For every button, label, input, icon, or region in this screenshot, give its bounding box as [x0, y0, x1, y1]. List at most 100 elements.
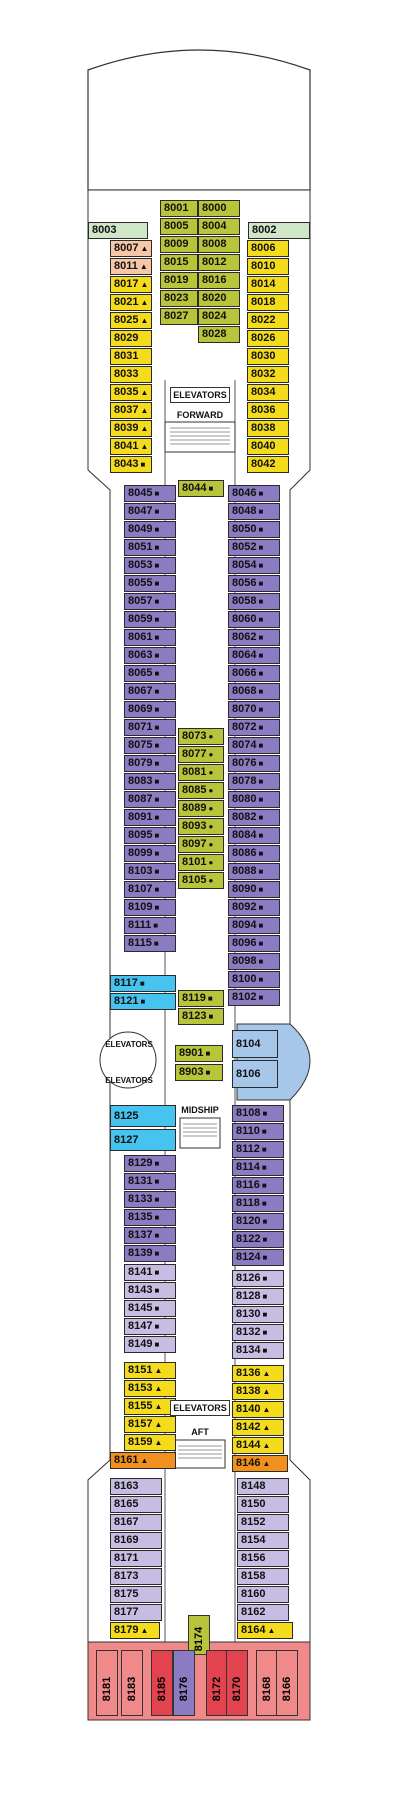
- cabin-8150[interactable]: 8150: [237, 1496, 289, 1513]
- cabin-8118[interactable]: 8118■: [232, 1195, 284, 1212]
- cabin-8080[interactable]: 8080■: [228, 791, 280, 808]
- cabin-8025[interactable]: 8025▲: [110, 312, 152, 329]
- cabin-8124[interactable]: 8124■: [232, 1249, 284, 1266]
- cabin-8135[interactable]: 8135■: [124, 1209, 176, 1226]
- cabin-8056[interactable]: 8056■: [228, 575, 280, 592]
- cabin-8075[interactable]: 8075■: [124, 737, 176, 754]
- cabin-8139[interactable]: 8139■: [124, 1245, 176, 1262]
- cabin-8010[interactable]: 8010: [247, 258, 289, 275]
- cabin-8016[interactable]: 8016: [198, 272, 240, 289]
- cabin-8179[interactable]: 8179▲: [110, 1622, 160, 1639]
- cabin-8131[interactable]: 8131■: [124, 1173, 176, 1190]
- cabin-8011[interactable]: 8011▲: [110, 258, 152, 275]
- cabin-8049[interactable]: 8049■: [124, 521, 176, 538]
- cabin-8128[interactable]: 8128■: [232, 1288, 284, 1305]
- cabin-8054[interactable]: 8054■: [228, 557, 280, 574]
- cabin-8053[interactable]: 8053■: [124, 557, 176, 574]
- cabin-8123[interactable]: 8123■: [178, 1008, 224, 1025]
- cabin-8141[interactable]: 8141■: [124, 1264, 176, 1281]
- cabin-8047[interactable]: 8047■: [124, 503, 176, 520]
- cabin-8031[interactable]: 8031: [110, 348, 152, 365]
- cabin-8092[interactable]: 8092■: [228, 899, 280, 916]
- cabin-8119[interactable]: 8119■: [178, 990, 224, 1007]
- cabin-8114[interactable]: 8114■: [232, 1159, 284, 1176]
- cabin-8067[interactable]: 8067■: [124, 683, 176, 700]
- cabin-8142[interactable]: 8142▲: [232, 1419, 284, 1436]
- cabin-8103[interactable]: 8103■: [124, 863, 176, 880]
- cabin-8172[interactable]: 8172: [206, 1650, 228, 1716]
- cabin-8038[interactable]: 8038: [247, 420, 289, 437]
- cabin-8151[interactable]: 8151▲: [124, 1362, 176, 1379]
- cabin-8017[interactable]: 8017▲: [110, 276, 152, 293]
- cabin-8098[interactable]: 8098■: [228, 953, 280, 970]
- cabin-8029[interactable]: 8029: [110, 330, 152, 347]
- cabin-8042[interactable]: 8042: [247, 456, 289, 473]
- cabin-8018[interactable]: 8018: [247, 294, 289, 311]
- cabin-8061[interactable]: 8061■: [124, 629, 176, 646]
- cabin-8162[interactable]: 8162: [237, 1604, 289, 1621]
- cabin-8094[interactable]: 8094■: [228, 917, 280, 934]
- cabin-8144[interactable]: 8144▲: [232, 1437, 284, 1454]
- cabin-8003[interactable]: 8003: [88, 222, 148, 239]
- cabin-8102[interactable]: 8102■: [228, 989, 280, 1006]
- cabin-8074[interactable]: 8074■: [228, 737, 280, 754]
- cabin-8165[interactable]: 8165: [110, 1496, 162, 1513]
- cabin-8175[interactable]: 8175: [110, 1586, 162, 1603]
- cabin-8157[interactable]: 8157▲: [124, 1416, 176, 1433]
- cabin-8105[interactable]: 8105●: [178, 872, 224, 889]
- cabin-8090[interactable]: 8090■: [228, 881, 280, 898]
- cabin-8028[interactable]: 8028: [198, 326, 240, 343]
- cabin-8126[interactable]: 8126■: [232, 1270, 284, 1287]
- cabin-8077[interactable]: 8077●: [178, 746, 224, 763]
- cabin-8065[interactable]: 8065■: [124, 665, 176, 682]
- cabin-8089[interactable]: 8089●: [178, 800, 224, 817]
- cabin-8169[interactable]: 8169: [110, 1532, 162, 1549]
- cabin-8073[interactable]: 8073●: [178, 728, 224, 745]
- cabin-8066[interactable]: 8066■: [228, 665, 280, 682]
- cabin-8041[interactable]: 8041▲: [110, 438, 152, 455]
- cabin-8148[interactable]: 8148: [237, 1478, 289, 1495]
- cabin-8023[interactable]: 8023: [160, 290, 198, 307]
- cabin-8147[interactable]: 8147■: [124, 1318, 176, 1335]
- cabin-8052[interactable]: 8052■: [228, 539, 280, 556]
- cabin-8140[interactable]: 8140▲: [232, 1401, 284, 1418]
- cabin-8006[interactable]: 8006: [247, 240, 289, 257]
- cabin-8104[interactable]: 8104: [232, 1030, 278, 1058]
- cabin-8145[interactable]: 8145■: [124, 1300, 176, 1317]
- cabin-8050[interactable]: 8050■: [228, 521, 280, 538]
- cabin-8110[interactable]: 8110■: [232, 1123, 284, 1140]
- cabin-8146[interactable]: 8146▲: [232, 1455, 288, 1472]
- cabin-8109[interactable]: 8109■: [124, 899, 176, 916]
- cabin-8001[interactable]: 8001: [160, 200, 198, 217]
- cabin-8168[interactable]: 8168: [256, 1650, 278, 1716]
- cabin-8057[interactable]: 8057■: [124, 593, 176, 610]
- cabin-8085[interactable]: 8085●: [178, 782, 224, 799]
- cabin-8095[interactable]: 8095■: [124, 827, 176, 844]
- cabin-8093[interactable]: 8093●: [178, 818, 224, 835]
- cabin-8176[interactable]: 8176: [173, 1650, 195, 1716]
- cabin-8101[interactable]: 8101●: [178, 854, 224, 871]
- cabin-8185[interactable]: 8185: [151, 1650, 173, 1716]
- cabin-8019[interactable]: 8019: [160, 272, 198, 289]
- cabin-8060[interactable]: 8060■: [228, 611, 280, 628]
- cabin-8130[interactable]: 8130■: [232, 1306, 284, 1323]
- cabin-8088[interactable]: 8088■: [228, 863, 280, 880]
- cabin-8158[interactable]: 8158: [237, 1568, 289, 1585]
- cabin-8084[interactable]: 8084■: [228, 827, 280, 844]
- cabin-8055[interactable]: 8055■: [124, 575, 176, 592]
- cabin-8173[interactable]: 8173: [110, 1568, 162, 1585]
- cabin-8127[interactable]: 8127: [110, 1129, 176, 1151]
- cabin-8069[interactable]: 8069■: [124, 701, 176, 718]
- cabin-8120[interactable]: 8120■: [232, 1213, 284, 1230]
- cabin-8129[interactable]: 8129■: [124, 1155, 176, 1172]
- cabin-8167[interactable]: 8167: [110, 1514, 162, 1531]
- cabin-8183[interactable]: 8183: [121, 1650, 143, 1716]
- cabin-8070[interactable]: 8070■: [228, 701, 280, 718]
- cabin-8137[interactable]: 8137■: [124, 1227, 176, 1244]
- cabin-8171[interactable]: 8171: [110, 1550, 162, 1567]
- cabin-8058[interactable]: 8058■: [228, 593, 280, 610]
- cabin-8133[interactable]: 8133■: [124, 1191, 176, 1208]
- cabin-8097[interactable]: 8097●: [178, 836, 224, 853]
- cabin-8037[interactable]: 8037▲: [110, 402, 152, 419]
- cabin-8903[interactable]: 8903■: [175, 1064, 223, 1081]
